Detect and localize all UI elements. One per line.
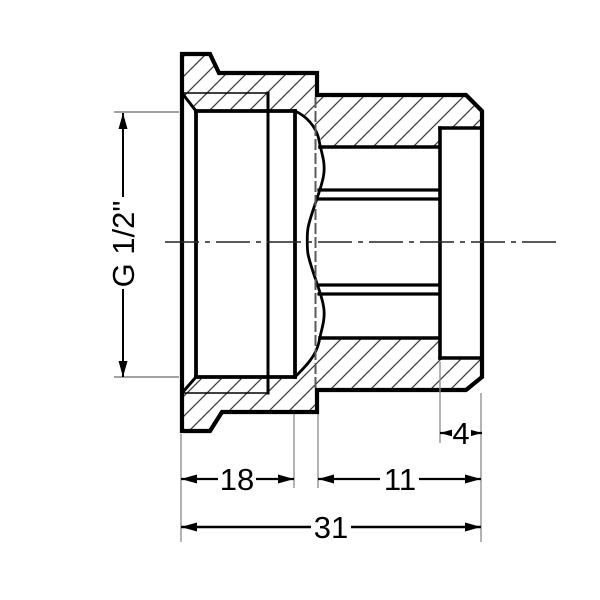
part-outer-profile [179,51,485,434]
dim-18-label: 18 [220,462,254,497]
hatch-area-bottom [182,338,482,431]
cast-interior-curve [293,109,326,379]
arrow-up [118,113,128,129]
dim-text-mask [380,464,419,493]
arrow-right [465,474,481,484]
dim-11-label: 11 [384,462,416,497]
arrow-down [118,361,128,377]
entry-chamfer-bottom [179,374,199,396]
arrow-left [181,474,197,484]
dim-text-mask [452,419,471,446]
dimension-11: 11 [318,462,481,497]
arrow-left [318,474,334,484]
dim-text-mask [105,197,141,289]
extension-lines [114,111,482,542]
right-section-interior [293,97,484,389]
dimension-18: 18 [181,462,294,497]
dimension-31: 31 [181,510,481,545]
outline-path [179,51,485,434]
arrow-right [278,474,294,484]
dim-text-mask [218,464,256,493]
left-socket-thread [179,90,297,396]
dim-4-label: 4 [452,416,469,451]
dimension-4: 4 [440,416,482,451]
dimension-thread-size: G 1/2" [105,113,141,377]
dim-31-label: 31 [314,510,348,545]
dim-text-mask [311,512,351,541]
section-hatch-areas [182,54,482,431]
entry-chamfer-top [179,90,199,114]
hatch-area-top [182,54,482,147]
arrow-right [465,522,481,532]
arrow-left [181,522,197,532]
thread-size-label: G 1/2" [106,201,141,288]
